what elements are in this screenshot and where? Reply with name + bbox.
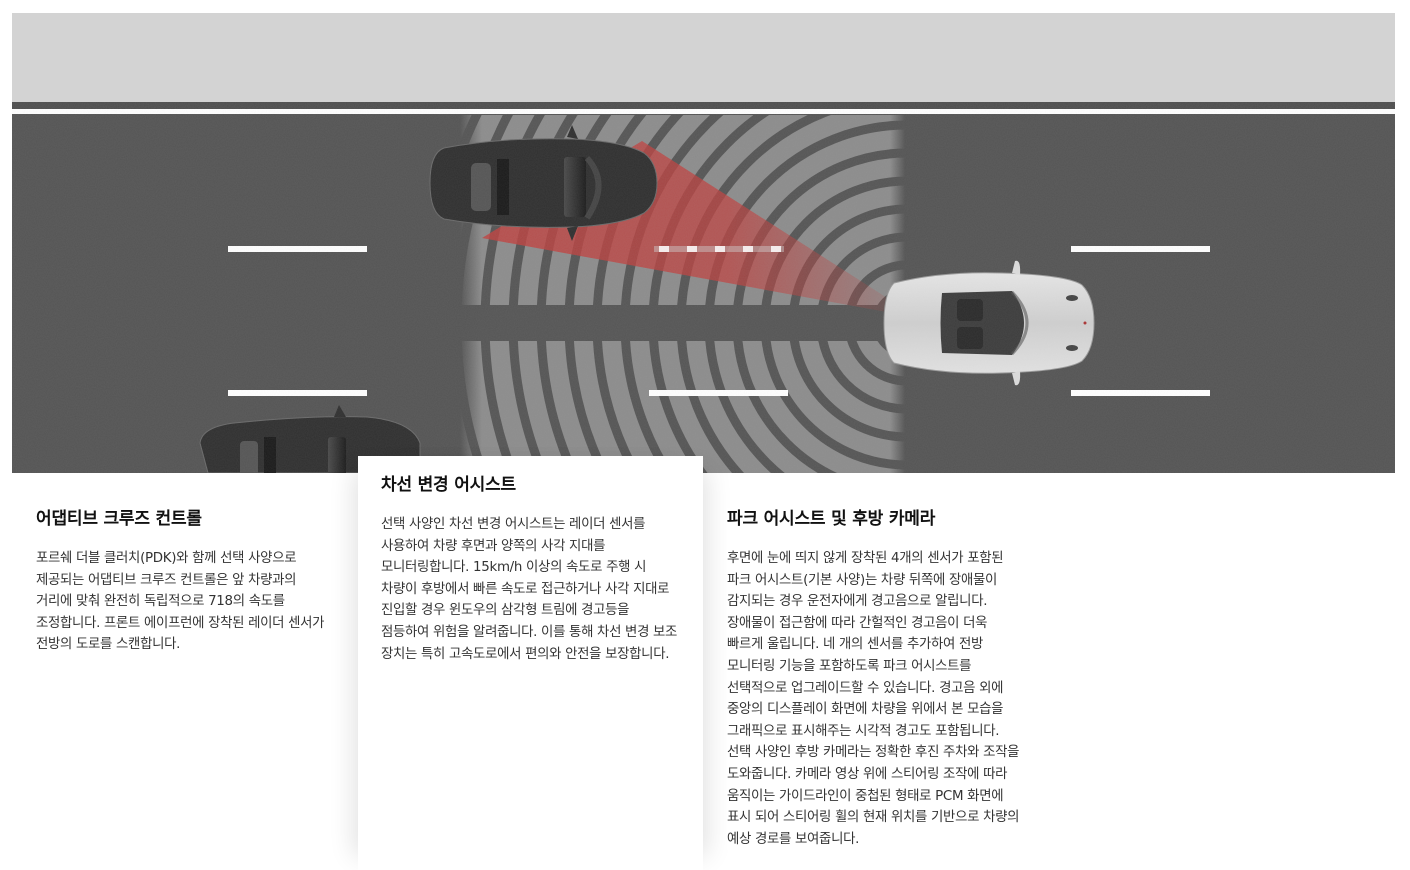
hero-illustration — [12, 13, 1395, 473]
section-adaptive-cruise-control: 어댑티브 크루즈 컨트롤 포르쉐 더블 클러치(PDK)와 함께 선택 사양으로… — [36, 508, 336, 656]
section-title: 파크 어시스트 및 후방 카메라 — [727, 509, 936, 529]
section-park-assist-rear-camera: 파크 어시스트 및 후방 카메라 후면에 눈에 띄지 않게 장착된 4개의 센서… — [727, 508, 1027, 851]
section-title: 차선 변경 어시스트 — [381, 475, 516, 495]
road-shoulder — [12, 13, 1395, 102]
section-body: 후면에 눈에 띄지 않게 장착된 4개의 센서가 포함된 파크 어시스트(기본 … — [727, 551, 1020, 847]
section-body: 선택 사양인 차선 변경 어시스트는 레이더 센서를 사용하여 차량 후면과 양… — [381, 517, 678, 662]
section-lane-change-assist: 차선 변경 어시스트 선택 사양인 차선 변경 어시스트는 레이더 센서를 사용… — [358, 456, 703, 870]
section-body: 포르쉐 더블 클러치(PDK)와 함께 선택 사양으로 제공되는 어댑티브 크루… — [36, 551, 325, 653]
section-title: 어댑티브 크루즈 컨트롤 — [36, 509, 202, 529]
